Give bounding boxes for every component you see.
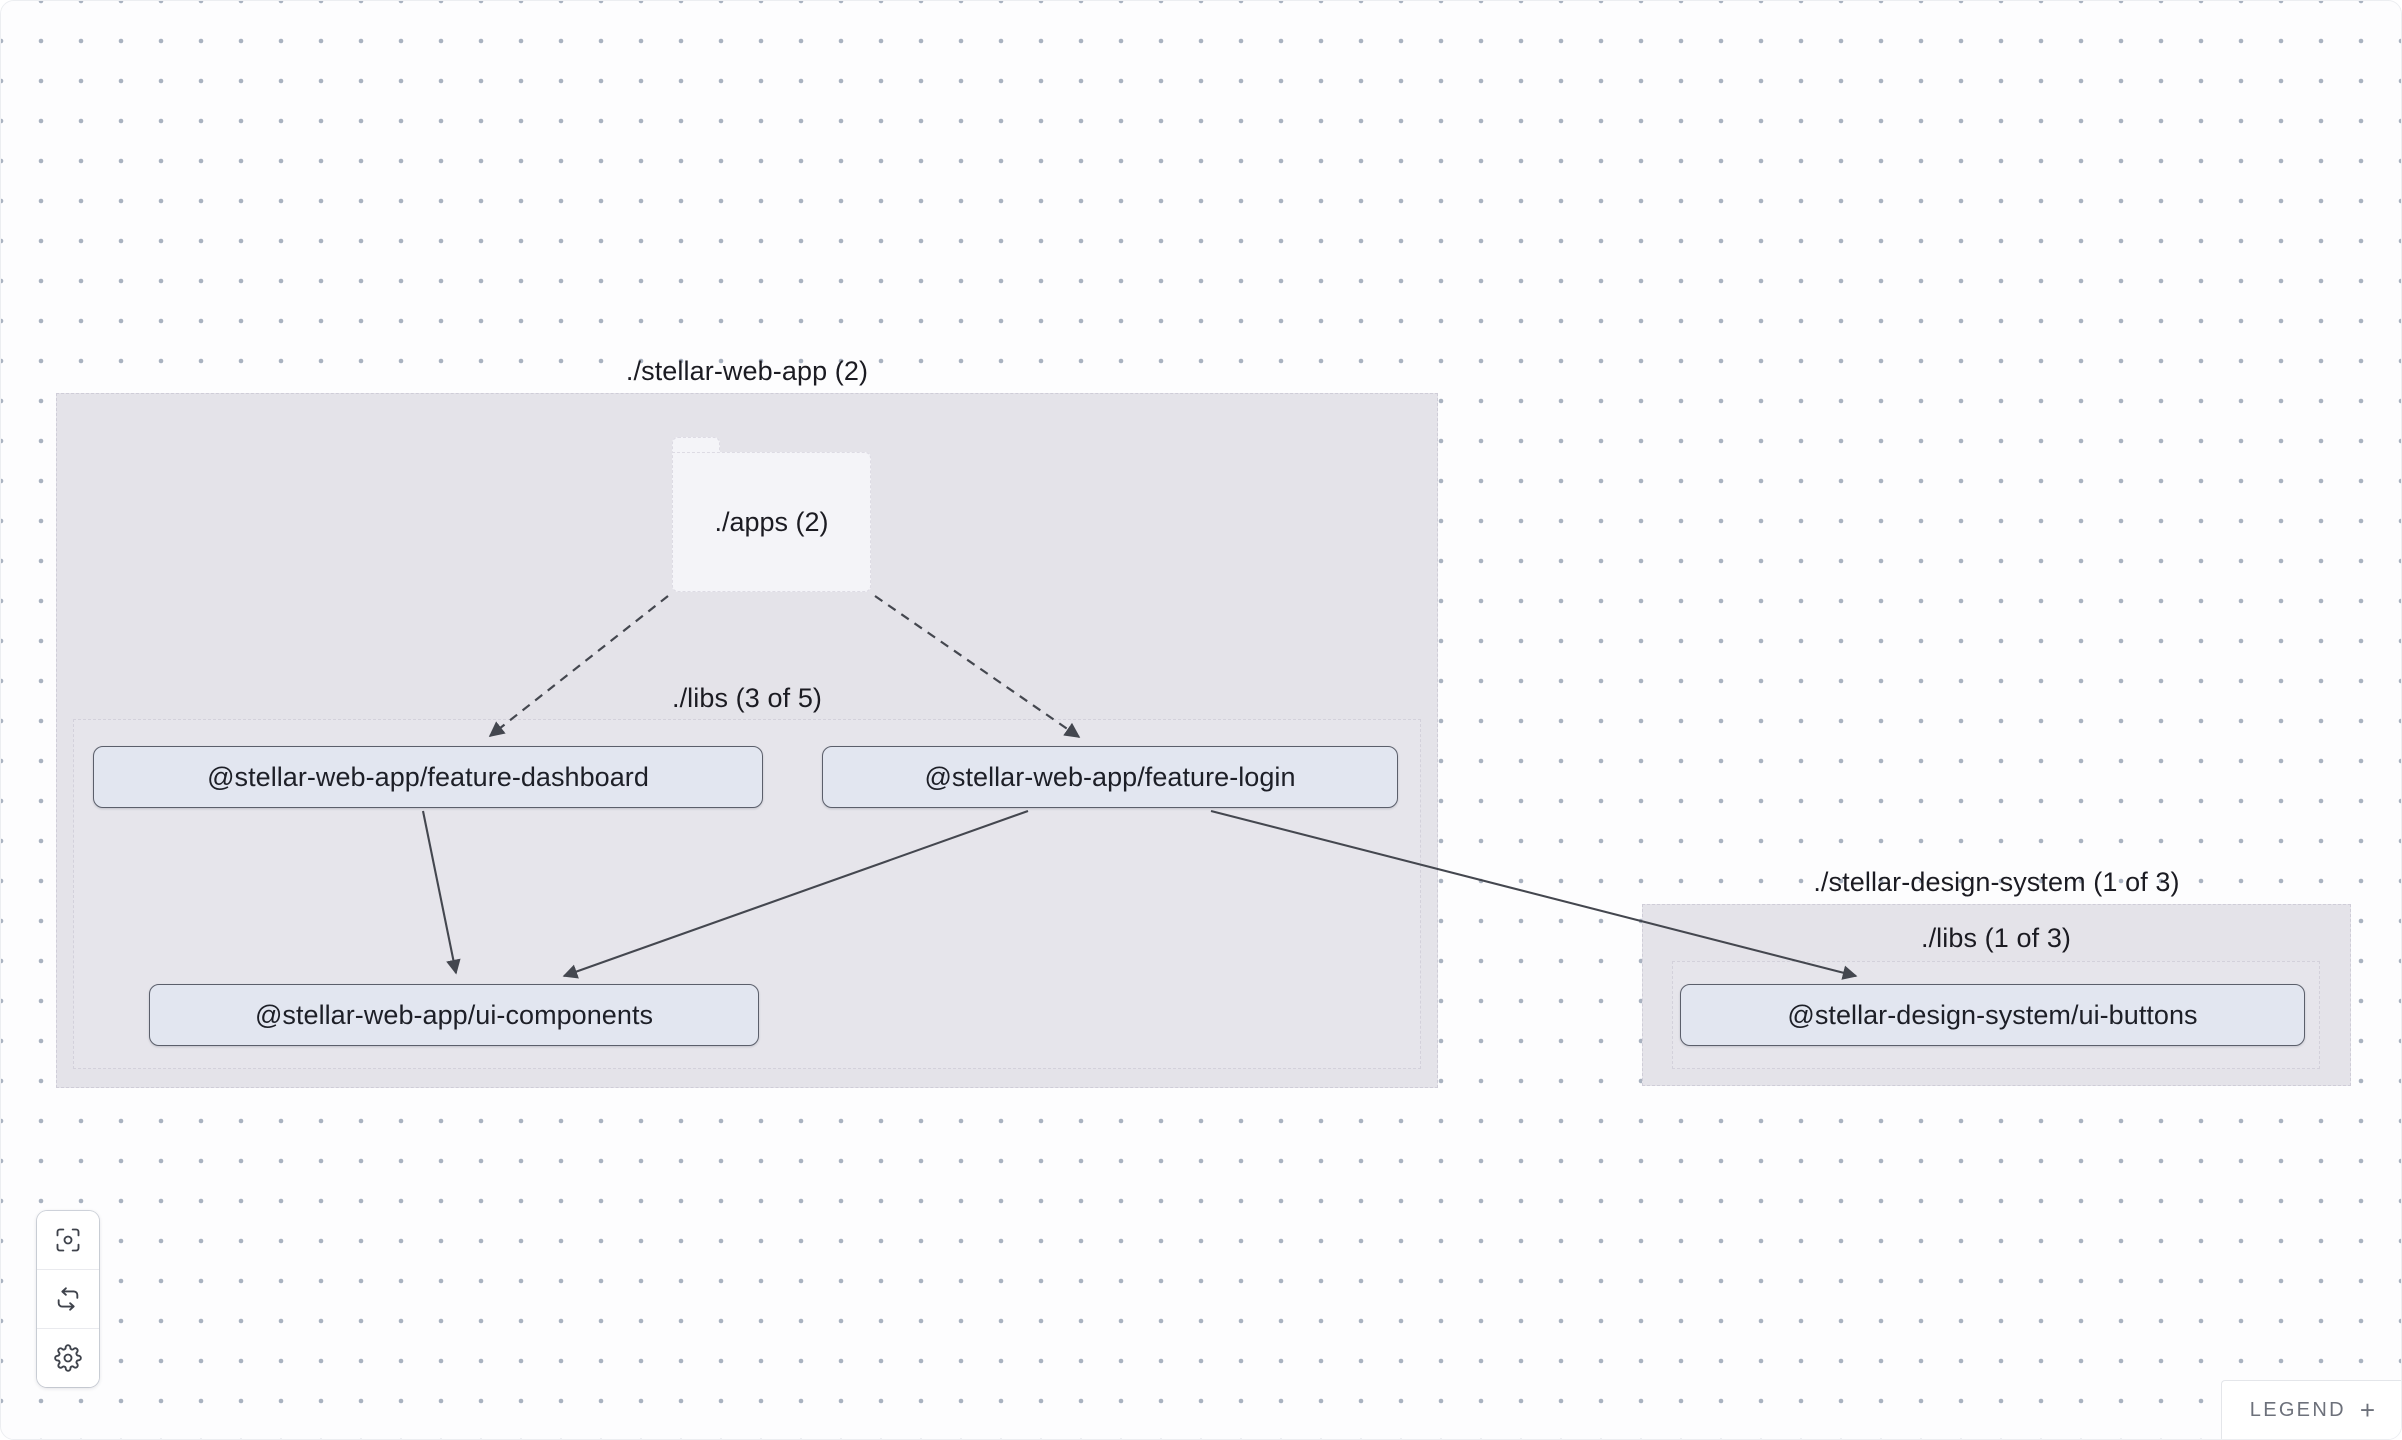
refresh-icon [54, 1285, 82, 1313]
subcontainer-label-web-app-libs: ./libs (3 of 5) [671, 683, 823, 713]
container-label-stellar-web-app: ./stellar-web-app (2) [625, 356, 869, 386]
focus-graph-button[interactable] [37, 1211, 99, 1269]
legend-label: LEGEND [2249, 1398, 2346, 1421]
node-ui-components[interactable]: @stellar-web-app/ui-components [149, 984, 759, 1046]
node-ui-components-label: @stellar-web-app/ui-components [254, 999, 654, 1030]
container-label-stellar-design-system: ./stellar-design-system (1 of 3) [1813, 867, 2180, 897]
plus-icon: + [2359, 1395, 2375, 1425]
legend-toggle[interactable]: LEGEND + [2220, 1380, 2401, 1439]
gear-icon [54, 1344, 82, 1372]
node-feature-login-label: @stellar-web-app/feature-login [924, 761, 1296, 792]
node-ui-buttons[interactable]: @stellar-design-system/ui-buttons [1680, 984, 2305, 1046]
graph-toolbar [37, 1211, 99, 1387]
node-ui-buttons-label: @stellar-design-system/ui-buttons [1787, 999, 2198, 1030]
folder-node-apps[interactable]: ./apps (2) [672, 437, 871, 592]
folder-node-apps-label: ./apps (2) [672, 452, 871, 592]
focus-target-icon [54, 1226, 82, 1254]
settings-button[interactable] [37, 1328, 99, 1387]
node-feature-dashboard[interactable]: @stellar-web-app/feature-dashboard [93, 746, 763, 808]
subcontainer-label-design-system-libs: ./libs (1 of 3) [1920, 923, 2072, 953]
refresh-graph-button[interactable] [37, 1269, 99, 1328]
node-feature-login[interactable]: @stellar-web-app/feature-login [822, 746, 1398, 808]
node-feature-dashboard-label: @stellar-web-app/feature-dashboard [207, 761, 649, 792]
folder-tab-icon [672, 437, 720, 454]
